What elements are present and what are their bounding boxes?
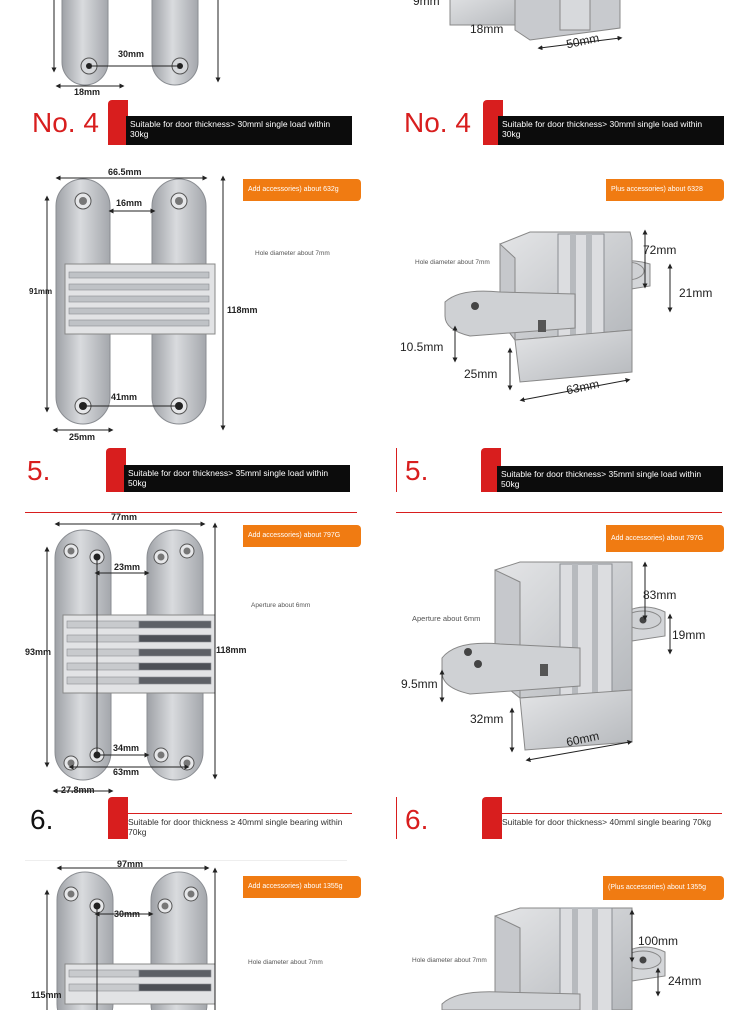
- weight-badge: Add accessories) about 632g: [243, 179, 361, 201]
- dim-base: 25mm: [69, 432, 96, 442]
- dim-side: 24mm: [668, 974, 702, 988]
- dim-depth: 32mm: [470, 712, 504, 726]
- dim-side: 21mm: [679, 286, 713, 300]
- dim-width: 77mm: [111, 512, 138, 522]
- dim-inner-top: 16mm: [116, 198, 143, 208]
- dim-width: 66.5mm: [108, 167, 142, 177]
- dim-height-left: 91mm: [29, 287, 53, 296]
- red-tab: [106, 448, 126, 492]
- separator: [396, 512, 722, 513]
- dim-top: 83mm: [643, 588, 677, 602]
- separator: [25, 512, 357, 513]
- dim-plate: 10.5mm: [400, 340, 444, 354]
- hole-note: Hole diameter about 7mm: [412, 957, 487, 964]
- spec-bar: Suitable for door thickness ≥ 40mml sing…: [124, 813, 352, 839]
- hinge-3d-drawing: [441, 907, 666, 1010]
- weight-badge: Add accessories) about 797G: [243, 525, 361, 547]
- section-number: 5.: [405, 455, 429, 486]
- dim-base: 27.8mm: [61, 785, 95, 795]
- section-number: 5.: [27, 455, 51, 486]
- weight-badge: Add accessories) about 1355g: [243, 876, 361, 898]
- section-number: 6.: [405, 804, 429, 835]
- spec-bar: Suitable for door thickness> 35mml singl…: [124, 465, 350, 492]
- dim-depth: 25mm: [464, 367, 498, 381]
- dim-depth: 18mm: [470, 22, 504, 36]
- dim-height-right: 118mm: [216, 645, 247, 655]
- separator: [25, 860, 347, 861]
- dim-side: 9mm: [413, 0, 440, 8]
- hole-note: Hole diameter about 7mm: [415, 259, 490, 266]
- dim-top: 72mm: [643, 243, 677, 257]
- red-tab: [482, 797, 502, 839]
- hinge-3d-drawing: [449, 0, 623, 51]
- dim-inner: 30mm: [118, 49, 145, 59]
- hole-note: Aperture about 6mm: [412, 614, 481, 623]
- dim-top: 100mm: [638, 934, 679, 948]
- dim-side: 19mm: [672, 628, 706, 642]
- dim-inner-top: 23mm: [114, 562, 141, 572]
- section-number: 6.: [30, 804, 54, 835]
- dim-height-left: 93mm: [25, 647, 52, 657]
- dim-inner-top: 30mm: [114, 909, 141, 919]
- section-number: No. 4: [404, 107, 471, 138]
- hole-note: Hole diameter about 7mm: [248, 959, 323, 966]
- dim-plate: 9.5mm: [401, 677, 438, 691]
- hinge-front-drawing: [44, 865, 218, 1010]
- weight-badge: Plus accessories) about 6328: [606, 179, 724, 201]
- hinge-front-drawing: [51, 0, 221, 89]
- spec-bar: Suitable for door thickness> 40mml singl…: [498, 813, 722, 839]
- red-tab: [108, 797, 128, 839]
- section-number: No. 4: [32, 107, 99, 138]
- dim-width: 97mm: [117, 859, 144, 869]
- weight-badge: (Plus accessories) about 1355g: [603, 876, 724, 900]
- dim-height-right: 118mm: [227, 305, 258, 315]
- divider: [396, 448, 397, 492]
- spec-bar: Suitable for door thickness> 30mml singl…: [126, 116, 352, 145]
- dim-bottom: 18mm: [74, 87, 101, 97]
- dim-inner-base: 63mm: [113, 767, 140, 777]
- spec-bar: Suitable for door thickness> 35mml singl…: [497, 466, 723, 492]
- hinge-front-drawing: [44, 521, 218, 794]
- red-tab: [108, 100, 128, 145]
- hole-note: Hole diameter about 7mm: [255, 250, 330, 257]
- hole-note: Aperture about 6mm: [251, 602, 311, 609]
- hinge-3d-drawing: [444, 229, 673, 402]
- weight-badge: Add accessories) about 797G: [606, 525, 724, 552]
- divider: [396, 797, 397, 839]
- hinge-front-drawing: [44, 175, 226, 433]
- spec-bar: Suitable for door thickness> 30mml singl…: [498, 116, 724, 145]
- red-tab: [481, 448, 501, 492]
- dim-height-left: 115mm: [31, 990, 62, 1000]
- dim-inner-bottom: 41mm: [111, 392, 138, 402]
- hinge-3d-drawing: [439, 561, 673, 763]
- dim-inner-bottom: 34mm: [113, 743, 140, 753]
